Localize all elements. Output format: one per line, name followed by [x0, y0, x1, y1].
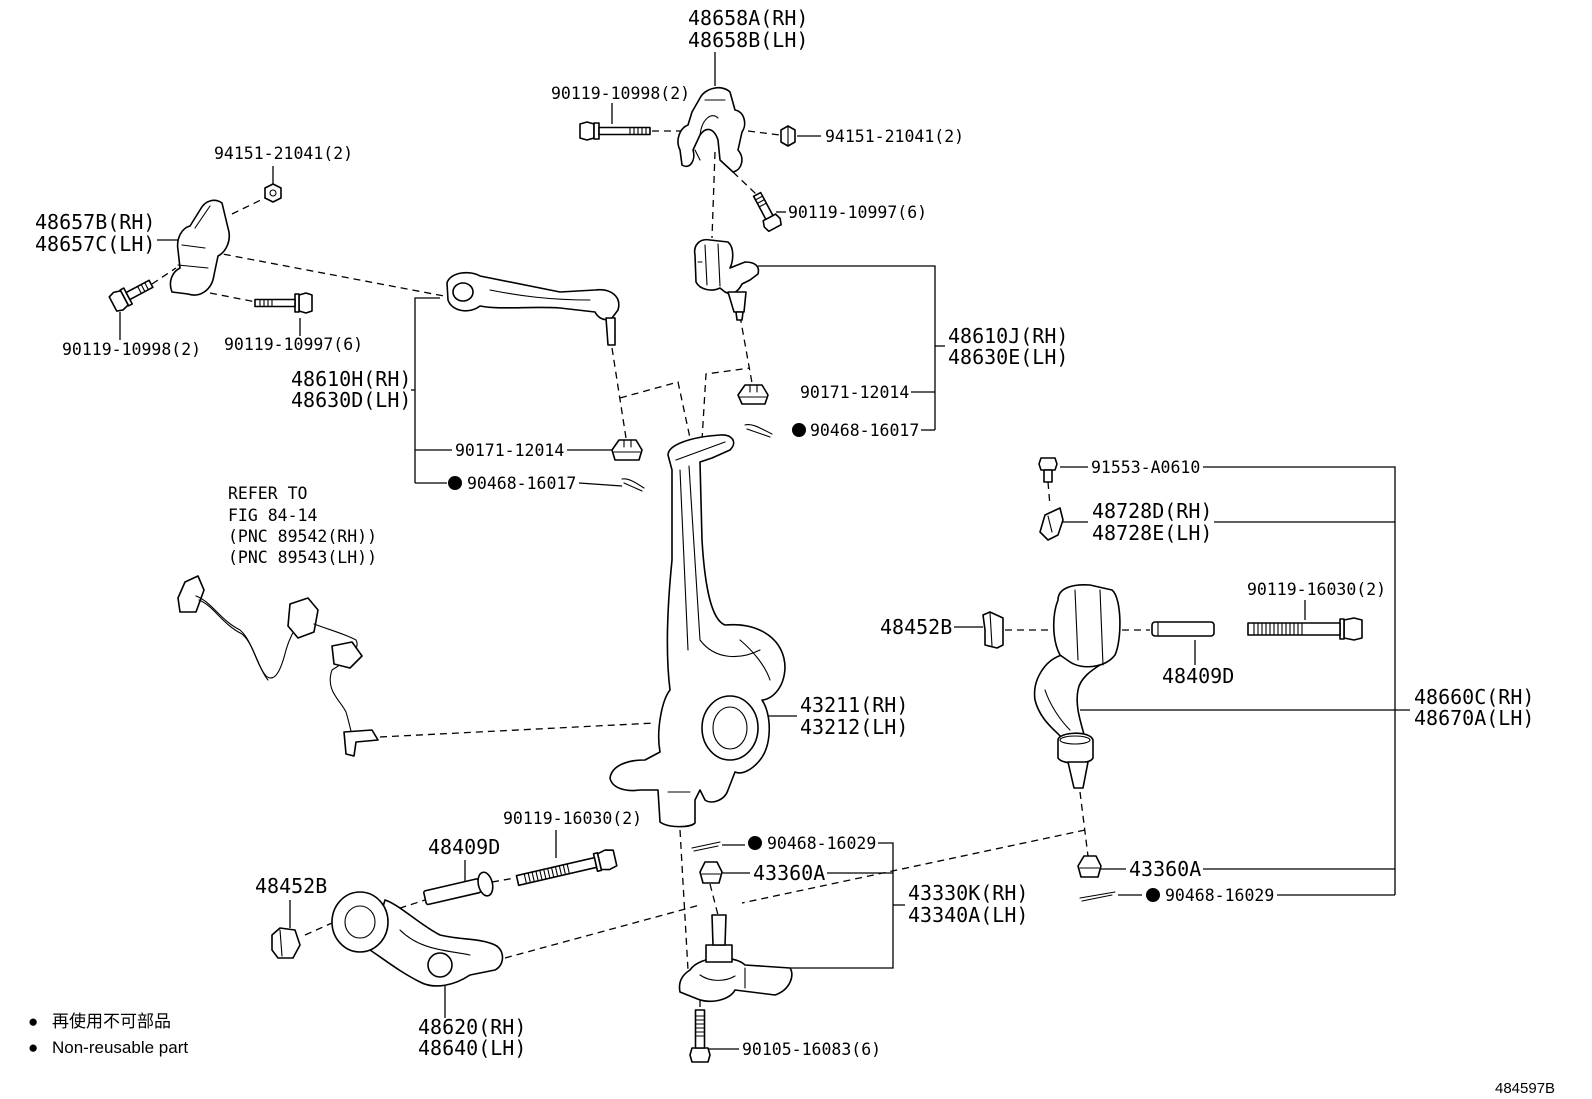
legend-bullet-icon: ● [28, 1038, 38, 1057]
label-upper-arm-rear-lh: 48630E(LH) [948, 345, 1068, 369]
label-lower-arm-front-lh: 48640(LH) [418, 1036, 526, 1060]
label-upper-support-lh: 48658B(LH) [688, 28, 808, 52]
non-reusable-mark-icon [748, 836, 762, 850]
label-lower-arm-rear-lh: 48670A(LH) [1414, 706, 1534, 730]
label-lower-arm-rear-bracket-lh: 48728E(LH) [1092, 521, 1212, 545]
label-upper-arm-front-lh: 48630D(LH) [291, 388, 411, 412]
lower-arm-front [331, 891, 504, 987]
label-front-bracket-nut: 94151-21041(2) [214, 144, 353, 163]
upper-arm-rear-nut [737, 384, 769, 405]
lower-arm-front-sleeve [423, 871, 494, 906]
label-ball-joint-pin: 90468-16029 [767, 834, 876, 853]
label-knuckle-lh: 43212(LH) [800, 715, 908, 739]
upper-arm-front-nut [611, 439, 643, 461]
label-front-bracket-lh: 48657C(LH) [35, 232, 155, 256]
legend-bullet-icon: ● [28, 1012, 38, 1031]
leader-lines [119, 52, 1410, 1050]
label-lower-arm-rear-stopper: 48452B [880, 615, 952, 639]
front-bracket [169, 199, 231, 296]
label-lower-arm-rear-small-bolt: 91553-A0610 [1091, 458, 1200, 477]
upper-arm-rear-pin [744, 424, 773, 438]
label-upper-arm-front-nut: 90171-12014 [455, 441, 564, 460]
legend-text-japanese: 再使用不可部品 [52, 1011, 171, 1031]
label-front-bracket-rh: 48657B(RH) [35, 210, 155, 234]
steering-knuckle [609, 434, 786, 828]
non-reusable-mark-icon [792, 423, 806, 437]
label-lower-arm-rear-bolt: 90119-16030(2) [1247, 580, 1386, 599]
lower-arm-rear-bracket [1039, 507, 1064, 541]
label-upper-support-rh: 48658A(RH) [688, 6, 808, 30]
upper-arm-front [446, 271, 620, 346]
lower-arm-front-stopper [271, 927, 301, 959]
label-ball-joint-nut: 43360A [753, 861, 825, 885]
legend: ● 再使用不可部品 ● Non-reusable part [28, 1011, 188, 1057]
refer-note-line-4: (PNC 89543(LH)) [228, 548, 377, 567]
label-front-bracket-bolt-2: 90119-10997(6) [224, 335, 363, 354]
label-upper-arm-rear-nut: 90171-12014 [800, 383, 909, 402]
label-ball-joint-bolt: 90105-16083(6) [742, 1040, 881, 1059]
lower-arm-rear-bolt [1247, 617, 1363, 641]
upper-support-bracket [677, 86, 746, 173]
abs-speed-sensor [177, 575, 379, 757]
label-lower-arm-rear-nut: 43360A [1129, 857, 1201, 881]
label-lower-arm-rear-rh: 48660C(RH) [1414, 685, 1534, 709]
lower-arm-rear [1033, 584, 1121, 789]
label-upper-support-bolt: 90119-10998(2) [551, 84, 690, 103]
lower-arm-rear-nut [1077, 855, 1102, 878]
label-upper-arm-rear-pin: 90468-16017 [810, 421, 919, 440]
lower-arm-rear-small-bolt [1038, 457, 1058, 483]
lower-arm-rear-stopper [982, 611, 1004, 649]
label-lower-arm-front-stopper: 48452B [255, 874, 327, 898]
ball-joint-nut [699, 861, 723, 884]
label-lower-arm-rear-pin: 90468-16029 [1165, 886, 1274, 905]
assembly-dashed-lines [151, 130, 1150, 1010]
ball-joint-pin [691, 841, 721, 852]
label-front-bracket-bolt: 90119-10998(2) [62, 340, 201, 359]
lower-arm-rear-pin [1079, 891, 1116, 902]
non-reusable-mark-icon [448, 476, 462, 490]
label-ball-joint-rh: 43330K(RH) [908, 881, 1028, 905]
non-reusable-marks [448, 423, 1160, 902]
upper-support-nut [780, 125, 796, 147]
label-lower-arm-front-sleeve: 48409D [428, 835, 500, 859]
label-upper-arm-rear-rh: 48610J(RH) [948, 324, 1068, 348]
label-upper-support-nut: 94151-21041(2) [825, 127, 964, 146]
front-bracket-bolt-2 [254, 292, 313, 314]
front-bracket-bolt [108, 279, 154, 312]
lower-ball-joint [678, 914, 793, 1002]
label-knuckle-rh: 43211(RH) [800, 693, 908, 717]
refer-note-line-1: REFER TO [228, 484, 307, 503]
label-lower-arm-rear-bracket-rh: 48728D(RH) [1092, 499, 1212, 523]
part-callouts: 48658A(RH) 48658B(LH) 90119-10998(2) 941… [35, 6, 1534, 1060]
refer-note-line-2: FIG 84-14 [228, 506, 317, 525]
label-upper-arm-front-rh: 48610H(RH) [291, 367, 411, 391]
upper-support-bolt-2 [752, 191, 782, 233]
label-upper-arm-front-pin: 90468-16017 [467, 474, 576, 493]
lower-arm-rear-sleeve [1151, 621, 1215, 637]
upper-arm-rear [693, 238, 760, 321]
front-bracket-nut [264, 183, 282, 203]
non-reusable-mark-icon [1146, 888, 1160, 902]
label-ball-joint-lh: 43340A(LH) [908, 903, 1028, 927]
label-lower-arm-rear-sleeve: 48409D [1162, 664, 1234, 688]
label-upper-support-bolt-2: 90119-10997(6) [788, 203, 927, 222]
upper-support-bolt [579, 121, 651, 141]
figure-id: 484597B [1495, 1080, 1555, 1097]
upper-arm-front-pin [621, 478, 645, 492]
lower-arm-front-bolt [515, 849, 618, 887]
refer-note-line-3: (PNC 89542(RH)) [228, 527, 377, 546]
label-lower-arm-front-rh: 48620(RH) [418, 1015, 526, 1039]
legend-text-english: Non-reusable part [52, 1038, 188, 1057]
label-lower-arm-front-bolt: 90119-16030(2) [503, 809, 642, 828]
ball-joint-bolt [689, 1009, 711, 1063]
